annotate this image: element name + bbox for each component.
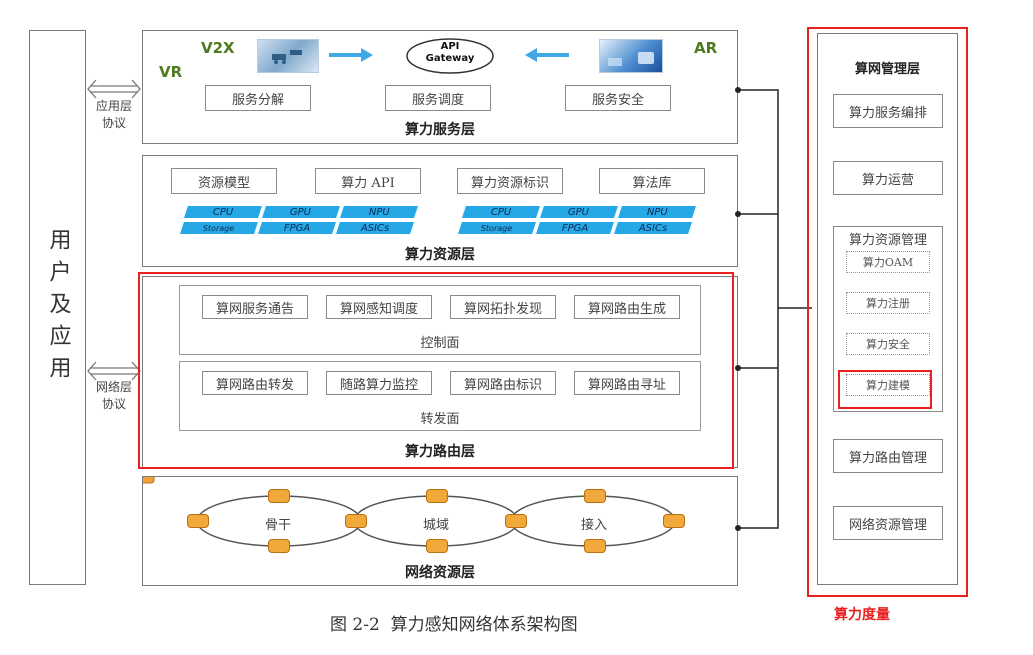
ring-metro-label: 城域 [422, 518, 449, 533]
router-icon [505, 514, 527, 528]
compute-operation-box: 算力运营 [833, 161, 943, 195]
app-protocol-line1: 应用层 [95, 99, 132, 113]
network-resource-layer: 骨干 城域 接入 网络资源层 [142, 476, 738, 586]
ring-access-label: 接入 [580, 518, 607, 533]
hw-npu-left: NPU [338, 205, 420, 219]
modeling-highlight [838, 370, 932, 409]
service-decompose-box: 服务分解 [205, 85, 311, 111]
router-icon [345, 514, 367, 528]
measure-label: 算力度量 [834, 607, 890, 623]
service-announce-box: 算网服务通告 [202, 295, 308, 319]
routing-highlight [138, 272, 734, 469]
service-security-box: 服务安全 [565, 85, 671, 111]
compute-routing-layer: 算网服务通告 算网感知调度 算网拓扑发现 算网路由生成 控制面 算网路由转发 随… [142, 276, 738, 468]
arrow-right-icon [329, 48, 373, 62]
route-address-box: 算网路由寻址 [574, 371, 680, 395]
route-id-box: 算网路由标识 [450, 371, 556, 395]
resource-mgmt-title: 算力资源管理 [848, 233, 927, 248]
net-protocol-line1: 网络层 [95, 380, 132, 394]
hw-fpga-right: FPGA [534, 221, 616, 235]
user-apps-label: 用户及应用 [45, 227, 71, 388]
hw-cpu-right: CPU [460, 205, 542, 219]
ring-backbone-label: 骨干 [264, 518, 291, 533]
api-gateway-line1: API [440, 41, 460, 52]
router-icon [426, 539, 448, 553]
router-icon [426, 489, 448, 503]
hw-storage-left: Storage [178, 221, 260, 235]
path-monitor-box: 随路算力监控 [326, 371, 432, 395]
resource-id-box: 算力资源标识 [457, 168, 563, 194]
forward-plane-label: 转发面 [420, 412, 460, 427]
hw-storage-right: Storage [456, 221, 538, 235]
hw-cpu-left: CPU [182, 205, 264, 219]
service-layer-title: 算力服务层 [405, 122, 475, 138]
management-highlight [807, 27, 968, 597]
app-protocol-line2: 协议 [101, 116, 126, 130]
hw-gpu-right: GPU [538, 205, 620, 219]
routing-mgmt-box: 算力路由管理 [833, 439, 943, 473]
compute-oam-box: 算力OAM [846, 251, 930, 273]
api-gateway-line2: Gateway [425, 53, 475, 64]
ar-image [599, 39, 663, 73]
network-resource-mgmt-box: 网络资源管理 [833, 506, 943, 540]
hw-asics-left: ASICs [334, 221, 416, 235]
compute-service-layer: VR V2X AR API Gateway 服务分解 服务调度 服务安全 算力服… [142, 30, 738, 144]
resource-mgmt-frame: 算力资源管理 算力OAM 算力注册 算力安全 算力建模 [833, 226, 943, 412]
router-icon [187, 514, 209, 528]
compute-security-box: 算力安全 [846, 333, 930, 355]
hw-npu-right: NPU [616, 205, 698, 219]
v2x-image [257, 39, 319, 73]
control-plane-frame: 算网服务通告 算网感知调度 算网拓扑发现 算网路由生成 控制面 [179, 285, 701, 355]
compute-modeling-box: 算力建模 [846, 374, 930, 396]
aware-schedule-box: 算网感知调度 [326, 295, 432, 319]
arrow-left-icon [525, 48, 569, 62]
router-icon [663, 514, 685, 528]
route-generate-box: 算网路由生成 [574, 295, 680, 319]
control-plane-label: 控制面 [420, 336, 460, 351]
compute-api-box: 算力 API [315, 168, 421, 194]
router-icon [268, 539, 290, 553]
forward-plane-frame: 算网路由转发 随路算力监控 算网路由标识 算网路由寻址 转发面 [179, 361, 701, 431]
compute-resource-layer: 资源模型 算力 API 算力资源标识 算法库 CPU GPU NPU Stora… [142, 155, 738, 267]
management-layer: 算网管理层 算力服务编排 算力运营 算力资源管理 算力OAM 算力注册 算力安全… [817, 33, 958, 585]
algorithm-lib-box: 算法库 [599, 168, 705, 194]
service-schedule-box: 服务调度 [385, 85, 491, 111]
router-icon [584, 539, 606, 553]
hw-asics-right: ASICs [612, 221, 694, 235]
net-protocol-label: 网络层 协议 [86, 378, 142, 412]
ar-label: AR [694, 39, 718, 57]
api-gateway-label: API Gateway [405, 41, 495, 65]
network-layer-title: 网络资源层 [405, 565, 475, 581]
routing-layer-title: 算力路由层 [405, 444, 475, 460]
router-icon [268, 489, 290, 503]
vr-label: VR [159, 63, 183, 81]
api-gateway-icon [406, 38, 494, 74]
protocol-arrows [87, 79, 141, 381]
hw-gpu-left: GPU [260, 205, 342, 219]
connector-lines [735, 87, 812, 531]
topology-discovery-box: 算网拓扑发现 [450, 295, 556, 319]
route-forward-box: 算网路由转发 [202, 371, 308, 395]
app-protocol-label: 应用层 协议 [86, 97, 142, 131]
management-title: 算网管理层 [854, 62, 920, 77]
service-orchestration-box: 算力服务编排 [833, 94, 943, 128]
router-icon [584, 489, 606, 503]
resource-model-box: 资源模型 [171, 168, 277, 194]
v2x-label: V2X [201, 39, 235, 57]
hw-fpga-left: FPGA [256, 221, 338, 235]
figure-caption: 图 2-2 算力感知网络体系架构图 [330, 615, 578, 635]
net-protocol-line2: 协议 [101, 397, 126, 411]
user-apps-column: 用户及应用 [29, 30, 86, 585]
compute-register-box: 算力注册 [846, 292, 930, 314]
resource-layer-title: 算力资源层 [405, 247, 475, 263]
